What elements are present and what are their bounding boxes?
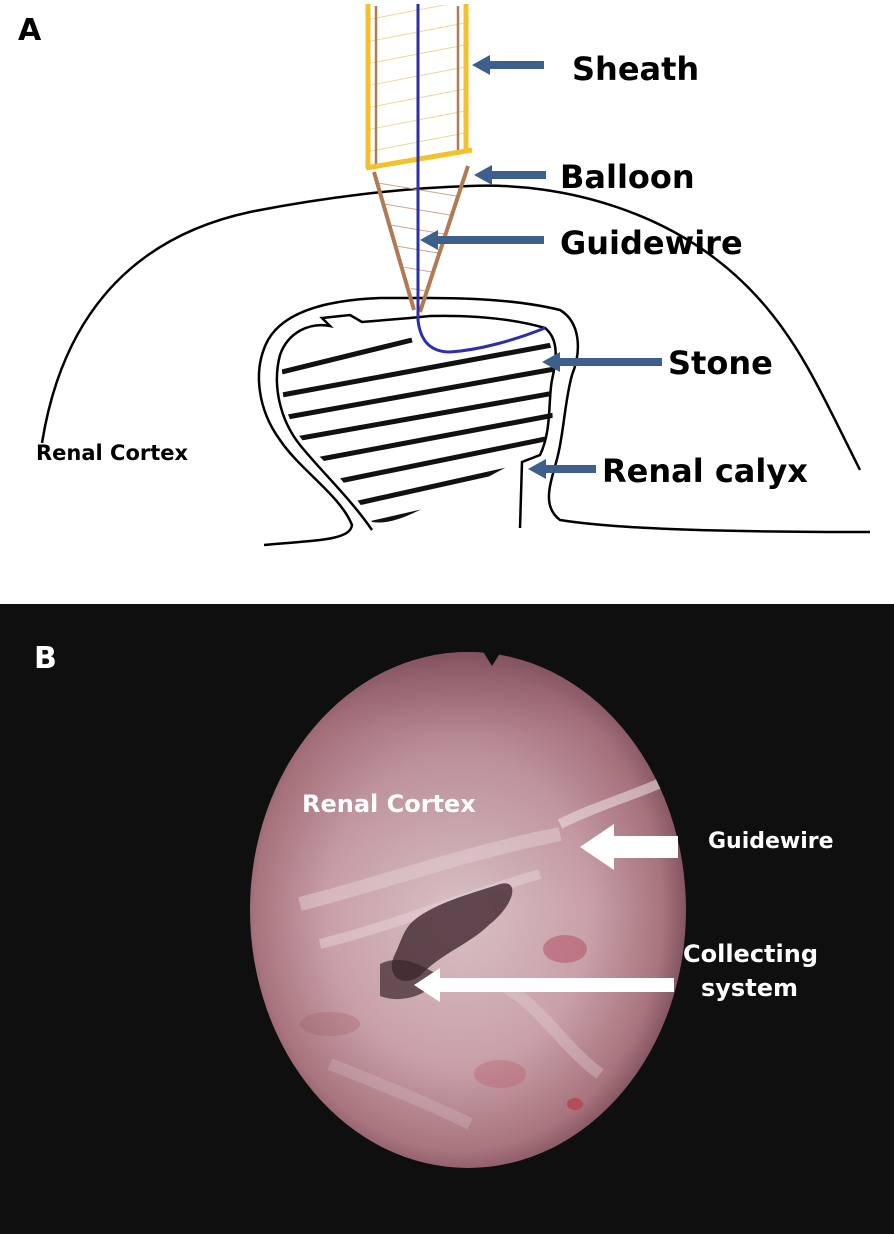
- scope-field: [250, 650, 686, 1168]
- guidewire-arrow-b-icon: [580, 824, 678, 870]
- guidewire-arrow-icon: [420, 230, 544, 250]
- panel-b-endoscopic-view: B Renal Cortex Guidewire Collecting syst…: [0, 604, 894, 1234]
- panel-a-letter: A: [18, 13, 42, 48]
- renal-cortex-outline: [40, 184, 862, 471]
- sheath-label: Sheath: [572, 50, 699, 88]
- collecting-opening: [391, 883, 513, 981]
- stone-label: Stone: [668, 344, 773, 382]
- renal-cortex-b-label: Renal Cortex: [302, 790, 476, 818]
- sheath-arrow-icon: [472, 55, 544, 75]
- stone-arrow-icon: [542, 352, 662, 372]
- guidewire-b-label: Guidewire: [708, 829, 834, 854]
- calyx-arrow-icon: [528, 459, 596, 479]
- sheath-shape: [365, 4, 473, 171]
- balloon-arrow-icon: [474, 165, 546, 185]
- guidewire-line: [416, 4, 546, 354]
- balloon-label: Balloon: [560, 158, 695, 196]
- renal-cortex-label: Renal Cortex: [36, 441, 189, 465]
- collecting-line1-label: Collecting: [683, 940, 818, 968]
- guidewire-label: Guidewire: [560, 224, 743, 262]
- schematic-drawing: A Sheath Balloon Guidewire Stone Renal C…: [18, 4, 871, 547]
- panel-b-letter: B: [34, 641, 57, 676]
- calyx-outer-wall: [257, 296, 871, 547]
- pointer-arrows: [420, 55, 662, 479]
- renal-calyx-label: Renal calyx: [602, 452, 808, 490]
- calyx-inner-wall: [275, 313, 557, 531]
- collecting-line2-label: system: [701, 974, 798, 1002]
- collecting-arrow-icon: [414, 968, 674, 1002]
- panel-a-schematic: A Sheath Balloon Guidewire Stone Renal C…: [0, 0, 894, 600]
- endoscopic-image: B Renal Cortex Guidewire Collecting syst…: [34, 641, 834, 1168]
- stone-hatch: [281, 337, 555, 523]
